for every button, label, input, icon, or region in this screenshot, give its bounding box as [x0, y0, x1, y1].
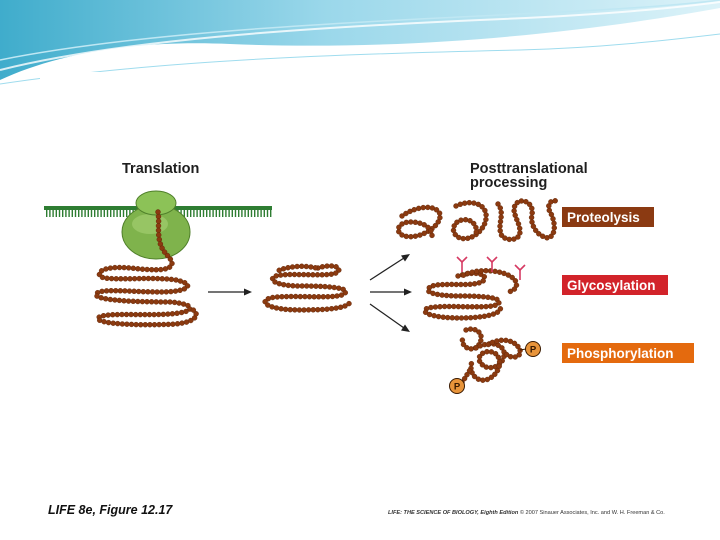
arrow-icon: [208, 254, 412, 332]
glycosylation-label-box: Glycosylation: [562, 275, 668, 295]
translation-heading: Translation: [122, 161, 199, 177]
credit-rest: © 2007 Sinauer Associates, Inc. and W. H…: [518, 509, 665, 516]
figure-credit: LIFE: THE SCIENCE OF BIOLOGY, Eighth Edi…: [388, 509, 665, 516]
sugar-chain-icon: [456, 256, 526, 280]
phosphorylation-label: Phosphorylation: [567, 346, 674, 361]
figure-panel: [40, 72, 696, 524]
proteolysis-label-box: Proteolysis: [562, 207, 654, 227]
credit-prefix: LIFE: THE SCIENCE OF BIOLOGY, Eighth Edi…: [388, 510, 519, 516]
proteolysis-label: Proteolysis: [567, 210, 640, 225]
phosphate-icon: P P: [449, 341, 541, 394]
glycosylation-label: Glycosylation: [567, 278, 656, 293]
posttranslational-heading-line1: Posttranslational: [470, 161, 588, 177]
figure-caption: LIFE 8e, Figure 12.17: [48, 503, 173, 517]
phosphorylation-label-box: Phosphorylation: [562, 343, 694, 363]
header-banner: [0, 0, 720, 85]
phosphate-label-2: P: [454, 382, 461, 393]
phosphate-label-1: P: [530, 345, 537, 356]
posttranslational-heading-line2: processing: [470, 175, 547, 191]
